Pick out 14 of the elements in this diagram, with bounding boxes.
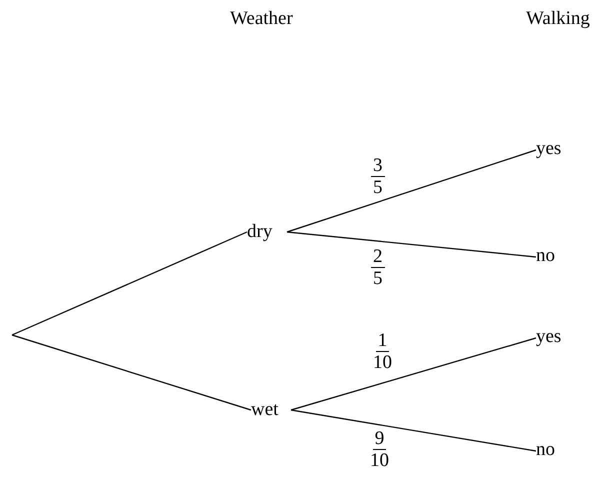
outcome-label: wet bbox=[251, 399, 278, 421]
outcome-label: yes bbox=[536, 138, 562, 160]
outcome-label: no bbox=[536, 245, 555, 267]
branch-line bbox=[290, 409, 536, 452]
outcome-label: yes bbox=[536, 326, 562, 348]
branch-line bbox=[290, 337, 536, 411]
outcome-label: no bbox=[536, 439, 555, 461]
branch-line bbox=[12, 231, 248, 336]
branch-line bbox=[286, 231, 536, 258]
branch-line bbox=[12, 334, 252, 411]
column-heading: Weather bbox=[230, 8, 293, 30]
branch-line bbox=[286, 149, 536, 233]
column-heading: Walking bbox=[526, 8, 590, 30]
outcome-label: dry bbox=[247, 221, 272, 243]
